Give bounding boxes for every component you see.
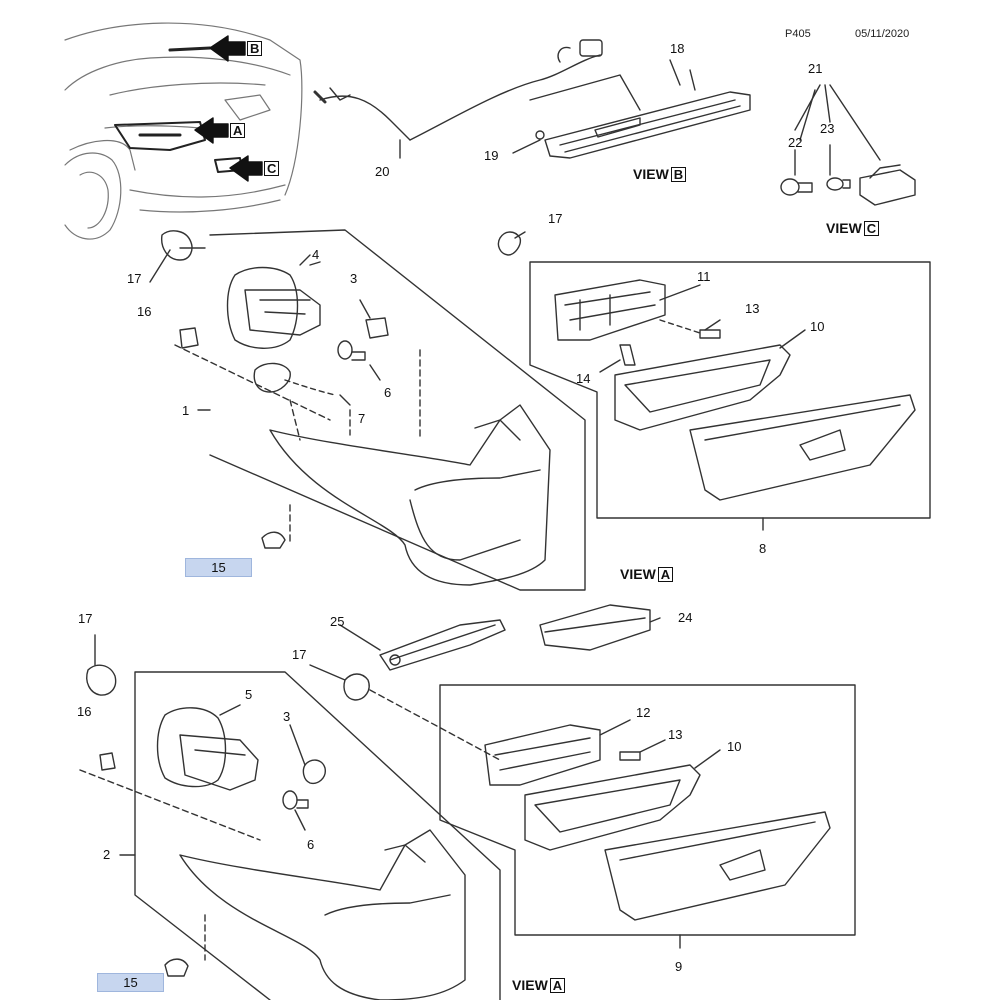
callout-2[interactable]: 2 [103, 847, 111, 862]
lamp-lens-1 [269, 404, 551, 586]
part-4-drawing [226, 254, 321, 349]
callout-18[interactable]: 18 [670, 41, 685, 56]
lamp-lens-2 [179, 829, 466, 1000]
arrow-label-a: A [230, 123, 246, 138]
assembly-2-frame [134, 671, 501, 1000]
callout-9[interactable]: 9 [675, 959, 683, 974]
harness-20-drawing [313, 39, 603, 159]
diagram-code: P405 [785, 28, 811, 40]
callout-3-top[interactable]: 3 [350, 271, 358, 286]
callout-8[interactable]: 8 [759, 541, 767, 556]
view-c-parts [780, 84, 916, 206]
part-25-drawing [379, 619, 506, 671]
part-5-drawing [156, 707, 259, 791]
callout-7[interactable]: 7 [358, 411, 366, 426]
callout-6-top[interactable]: 6 [384, 385, 392, 400]
view-a-frame-top [529, 261, 931, 519]
part-11-drawing [554, 279, 666, 341]
callout-22[interactable]: 22 [788, 135, 803, 150]
lamp-lens-8 [689, 394, 916, 501]
callout-4[interactable]: 4 [312, 247, 320, 262]
high-mount-light-18 [529, 69, 751, 159]
callout-5[interactable]: 5 [245, 687, 253, 702]
callout-3-bottom[interactable]: 3 [283, 709, 291, 724]
diagram-date: 05/11/2020 [855, 28, 910, 40]
callout-24[interactable]: 24 [678, 610, 693, 625]
callout-1[interactable]: 1 [182, 403, 190, 418]
part-10b-drawing [524, 764, 701, 851]
callout-13-bottom[interactable]: 13 [668, 727, 683, 742]
callout-15-bottom[interactable]: 15 [97, 973, 164, 992]
callout-19[interactable]: 19 [484, 148, 499, 163]
callout-10-bottom[interactable]: 10 [727, 739, 742, 754]
part-24-drawing [539, 604, 651, 651]
arrow-label-b: B [247, 41, 263, 56]
callout-17-a[interactable]: 17 [548, 211, 563, 226]
callout-15-top[interactable]: 15 [185, 558, 252, 577]
callout-16-top[interactable]: 16 [137, 304, 152, 319]
part-10-drawing [614, 344, 791, 431]
callout-14[interactable]: 14 [576, 371, 591, 386]
callout-21[interactable]: 21 [808, 61, 823, 76]
assembly-1-frame [209, 229, 586, 591]
lamp-lens-9 [604, 811, 831, 921]
view-a-frame-bottom [439, 684, 856, 936]
callout-12[interactable]: 12 [636, 705, 651, 720]
callout-17-c[interactable]: 17 [78, 611, 93, 626]
callout-17-d[interactable]: 17 [292, 647, 307, 662]
callout-17-b[interactable]: 17 [127, 271, 142, 286]
arrow-label-c: C [264, 161, 280, 176]
callout-23[interactable]: 23 [820, 121, 835, 136]
callout-20[interactable]: 20 [375, 164, 390, 179]
callout-11[interactable]: 11 [697, 269, 711, 284]
part-12-drawing [484, 724, 601, 786]
callout-25[interactable]: 25 [330, 614, 345, 629]
callout-6-bottom[interactable]: 6 [307, 837, 315, 852]
car-rear-sketch [64, 22, 303, 240]
callout-10-top[interactable]: 10 [810, 319, 825, 334]
callout-13-top[interactable]: 13 [745, 301, 760, 316]
callout-16-bottom[interactable]: 16 [77, 704, 92, 719]
